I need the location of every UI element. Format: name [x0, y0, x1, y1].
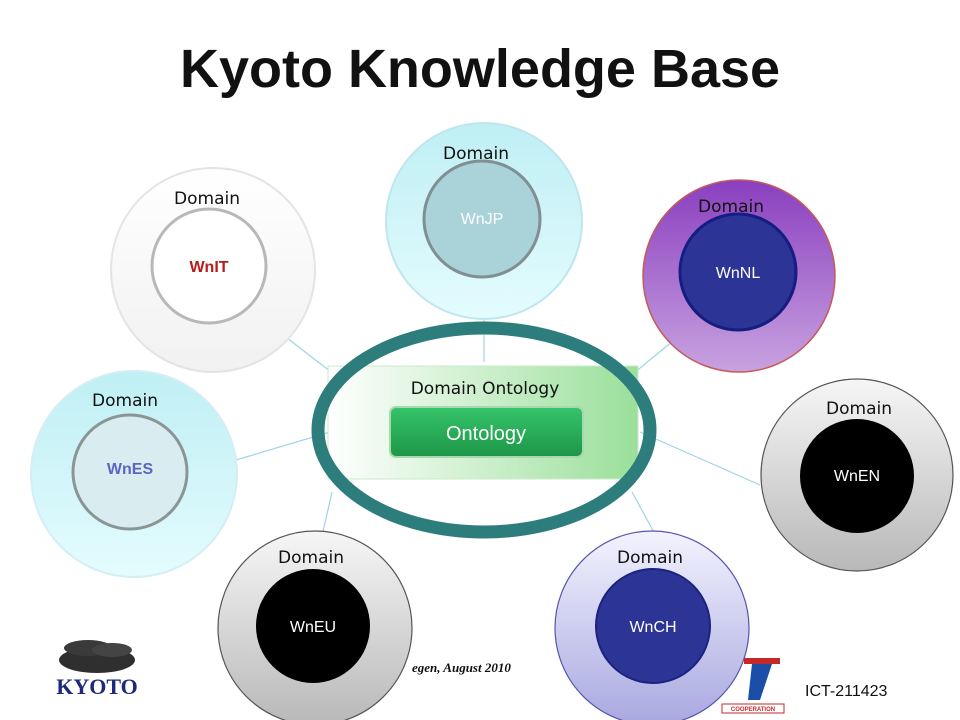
domain-label: Domain	[174, 189, 240, 209]
domain-ontology-center: Domain Ontology Ontology	[311, 321, 657, 539]
domain-label: Domain	[698, 197, 764, 217]
domain-node-wnit: Domain WnIT	[110, 167, 316, 373]
connector-wnch	[631, 491, 657, 537]
cooperation-logo-text: COOPERATION	[731, 707, 775, 713]
connector-wneu	[321, 491, 333, 537]
domain-label: Domain	[826, 399, 892, 419]
connector-wnen	[639, 431, 761, 486]
footer-location-date: egen, August 2010	[412, 660, 511, 675]
cooperation-logo: COOPERATION	[721, 658, 785, 714]
wordnet-label: WnES	[107, 461, 154, 478]
kyoto-logo-text: KYOTO	[56, 674, 138, 699]
slide-title: Kyoto Knowledge Base	[179, 39, 781, 99]
connector-wnit	[286, 337, 336, 376]
domain-node-wnch: Domain WnCH	[554, 530, 750, 720]
project-code: ICT-211423	[805, 683, 888, 700]
wordnet-label: WnJP	[461, 211, 504, 228]
wordnet-label: WnNL	[716, 265, 761, 282]
ontology-button	[389, 406, 584, 458]
domain-label: Domain	[278, 548, 344, 568]
domain-label: Domain	[92, 391, 158, 411]
domain-node-wnnl: Domain WnNL	[642, 179, 836, 373]
ontology-ring	[311, 321, 657, 539]
domain-node-wnes: Domain WnES	[30, 370, 238, 578]
domain-node-wnjp: Domain WnJP	[385, 122, 583, 320]
domain-ontology-label: Domain Ontology	[411, 379, 560, 399]
domain-node-wneu: Domain WnEU	[217, 530, 413, 720]
kyoto-logo: KYOTO	[56, 640, 138, 699]
wordnet-label: WnCH	[629, 619, 676, 636]
domain-node-wnen: Domain WnEN	[760, 378, 954, 572]
ontology-label: Ontology	[446, 423, 526, 445]
wordnet-label: WnIT	[189, 259, 228, 276]
wordnet-label: WnEN	[834, 468, 880, 485]
wordnet-label: WnEU	[290, 619, 336, 636]
domain-label: Domain	[617, 548, 683, 568]
domain-label: Domain	[443, 144, 509, 164]
